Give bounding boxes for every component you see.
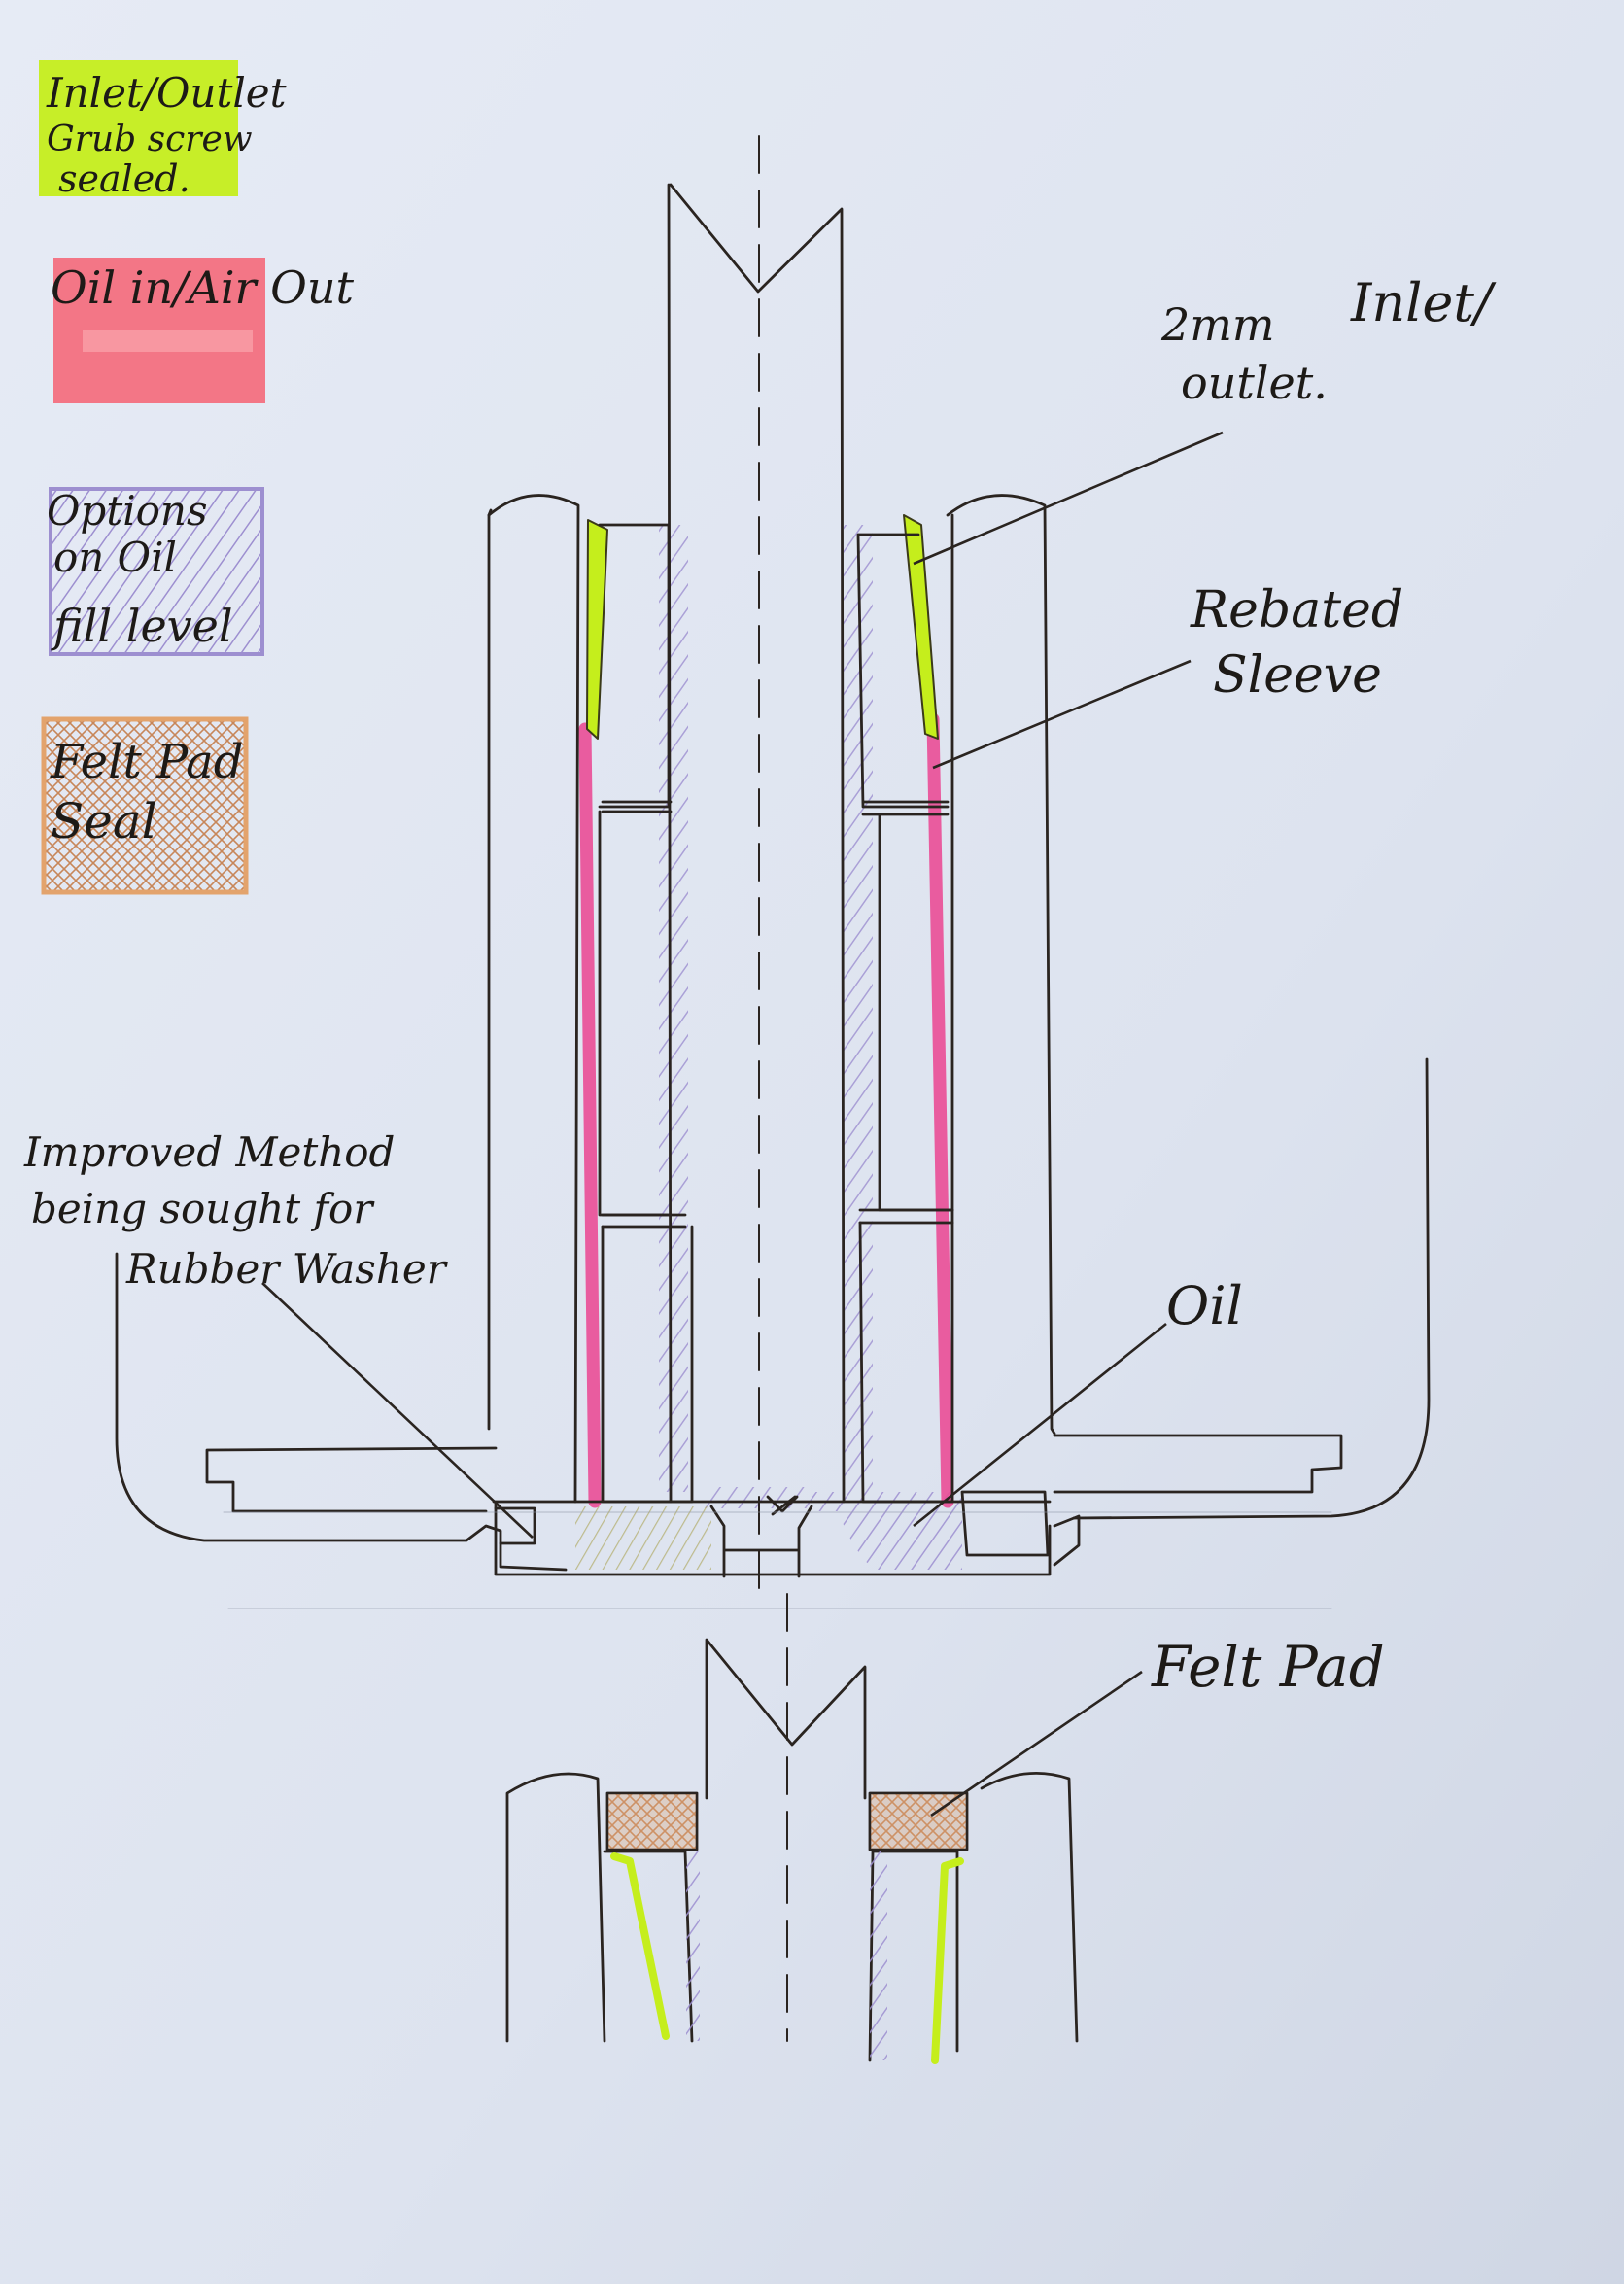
legend-swatch-green (39, 60, 238, 196)
oil-channel-right (926, 712, 954, 1508)
right-housing-wall (1072, 1057, 1431, 1520)
legend-label-felt-line2: Seal (51, 793, 157, 849)
rubber-washer-left (494, 1506, 536, 1545)
annotation-inlet-outlet: 2mm Inlet/ outlet. (913, 272, 1497, 566)
legend-swatch-purple (49, 487, 264, 656)
base-v-notch (766, 1495, 799, 1516)
left-outer-wall (487, 494, 580, 1504)
lower-right-purple (870, 1851, 887, 2060)
annotation-oil-label: Oil (1166, 1275, 1243, 1336)
annotation-improved-line1: Improved Method (23, 1128, 395, 1176)
base-right-block (960, 1490, 1050, 1557)
legend-label-oil-in: Oil in/Air Out (51, 261, 354, 314)
base-center-recess (709, 1505, 813, 1578)
legend-label-inlet-line2: Grub screw (47, 120, 253, 159)
annotation-inlet: Inlet/ (1350, 272, 1497, 333)
right-sleeve-divider-2 (858, 1208, 954, 1225)
annotation-improved-method: Improved Method being sought for Rubber … (23, 1128, 534, 1539)
oil-fill-left-column (659, 525, 688, 1492)
annotation-2mm: 2mm (1160, 298, 1275, 351)
annotation-rebated-sleeve: Rebated Sleeve (932, 581, 1403, 770)
legend-label-options-line1: Options (47, 487, 208, 535)
right-outer-wall (946, 494, 1056, 1436)
base-right-step (1053, 1514, 1081, 1567)
leader-oil (913, 1322, 1167, 1528)
leader-rebated-sleeve (932, 659, 1192, 770)
left-housing-wall (115, 1252, 568, 1572)
annotation-improved-line3: Rubber Washer (125, 1245, 449, 1293)
leader-inlet-outlet (913, 431, 1224, 566)
central-shaft (667, 183, 846, 1504)
legend-label-options-line3: fill level (51, 600, 233, 652)
oil-fill-right-column (844, 525, 873, 1492)
right-sleeve-divider-1 (861, 800, 950, 816)
grub-screw-right (903, 514, 939, 740)
oil-channel-left (578, 722, 602, 1508)
legend-swatch-pink-streak (83, 330, 253, 352)
left-sleeve-top (598, 523, 671, 809)
felt-pad-left (605, 1791, 699, 1851)
oil-fill-right-base (812, 1492, 962, 1570)
annotation-oil: Oil (913, 1275, 1243, 1528)
left-sleeve-divider-2 (601, 1213, 687, 1229)
legend-label-felt-line1: Felt Pad (50, 735, 243, 789)
lower-grub-left (610, 1852, 670, 2040)
grub-screw-left (586, 519, 608, 740)
leader-improved-method (261, 1282, 534, 1539)
lower-left-purple (686, 1851, 700, 2041)
right-flange-top (1053, 1434, 1343, 1494)
main-assembly (115, 135, 1431, 1609)
left-outer-cap (487, 508, 493, 517)
felt-pad-left-tint (608, 1794, 696, 1849)
lower-left-outer (505, 1772, 606, 2043)
left-flange-top (205, 1446, 498, 1513)
legend: Inlet/Outlet Grub screw sealed. Oil in/A… (39, 60, 354, 895)
annotation-sleeve: Sleeve (1213, 646, 1382, 705)
annotation-improved-line2: being sought for (31, 1185, 375, 1232)
left-sleeve-divider-1 (601, 800, 673, 813)
lower-shaft (705, 1638, 867, 1800)
lower-right-outer (980, 1772, 1079, 2043)
legend-label-options-line2: on Oil (53, 534, 177, 581)
annotation-felt-pad-label: Felt Pad (1151, 1634, 1385, 1700)
legend-label-inlet-line3: sealed. (58, 157, 190, 200)
annotation-rebated: Rebated (1190, 581, 1403, 640)
annotation-outlet: outlet. (1181, 357, 1328, 409)
annotation-felt-pad: Felt Pad (930, 1634, 1385, 1817)
legend-label-inlet-line1: Inlet/Outlet (46, 69, 287, 117)
right-sleeve-top (856, 533, 950, 809)
lower-grub-right (931, 1857, 964, 2064)
leader-felt-pad (930, 1670, 1143, 1817)
washer-olive-fill (575, 1506, 711, 1570)
legend-swatch-felt (41, 716, 249, 895)
